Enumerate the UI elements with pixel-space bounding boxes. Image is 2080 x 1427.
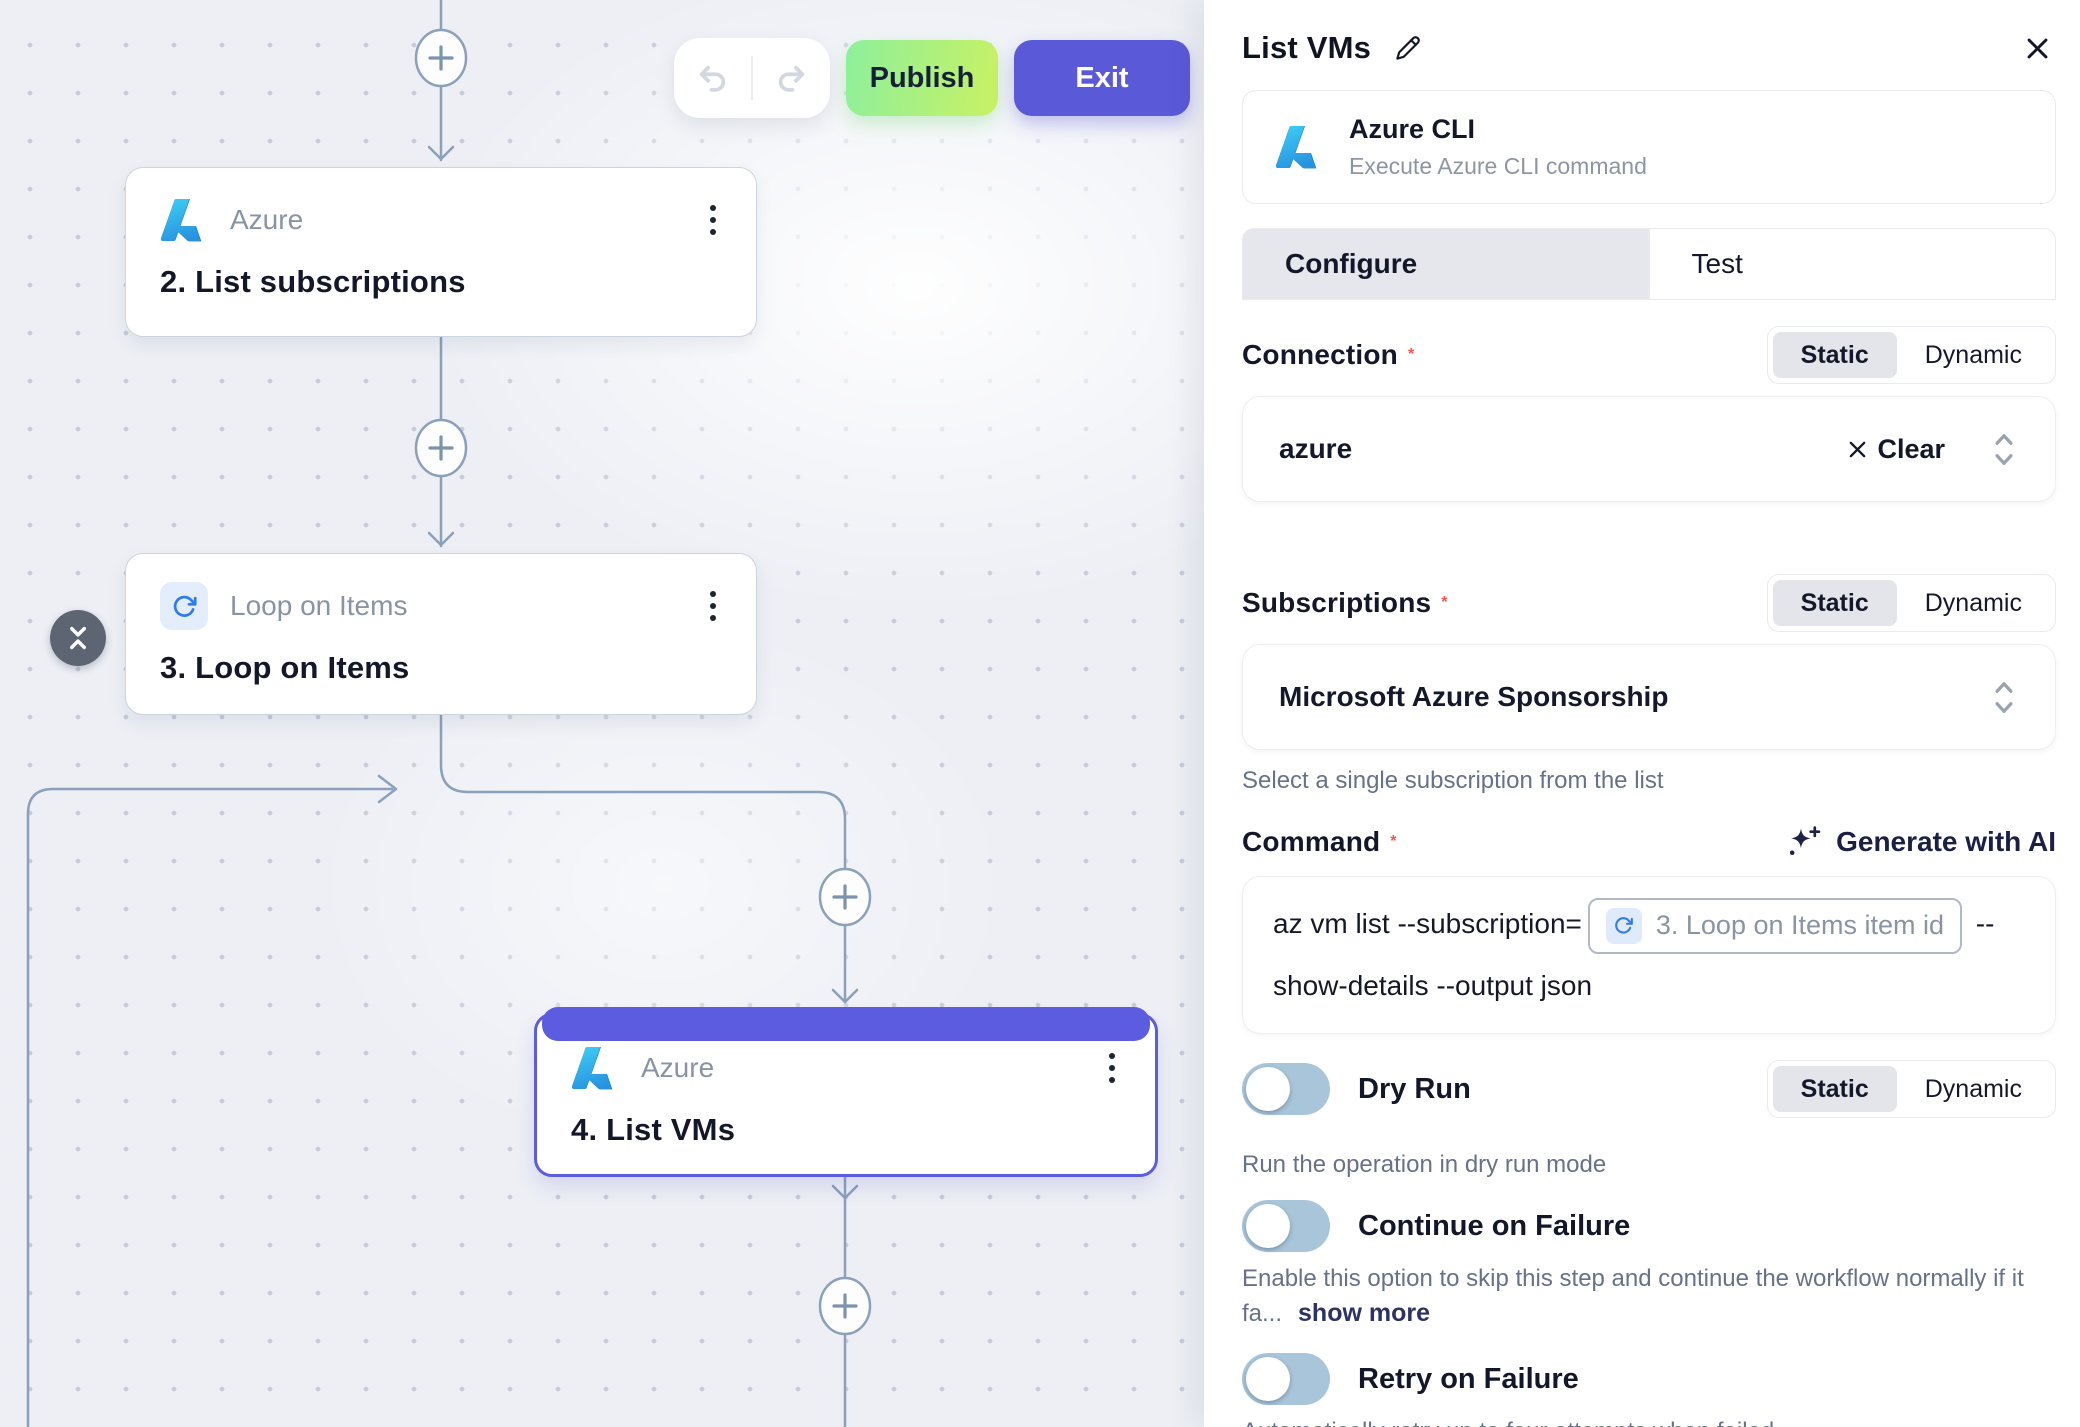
connection-field-row: Connection * Static Dynamic <box>1242 326 2056 384</box>
pencil-icon <box>1391 32 1424 65</box>
node-app-label: Azure <box>641 1052 715 1083</box>
app-card-name: Azure CLI <box>1349 114 1476 144</box>
static-option[interactable]: Static <box>1772 1066 1897 1112</box>
clear-x-icon <box>1846 438 1869 461</box>
redo-icon <box>773 60 809 96</box>
generate-with-ai-label: Generate with AI <box>1836 826 2056 857</box>
subscriptions-helper: Select a single subscription from the li… <box>1242 767 1664 794</box>
add-step-button[interactable] <box>414 28 468 88</box>
panel-title: List VMs <box>1242 30 1372 65</box>
connection-mode-toggle: Static Dynamic <box>1766 326 2056 384</box>
divider <box>751 56 753 100</box>
continue-helper-text: Enable this option to skip this step and… <box>1242 1265 2024 1327</box>
select-chevrons-icon <box>1989 427 2019 472</box>
command-text-before: az vm list --subscription= <box>1273 908 1582 939</box>
connection-select[interactable]: azure Clear <box>1242 396 2056 502</box>
dry-run-row: Dry Run Static Dynamic <box>1242 1060 2056 1118</box>
node-title: 2. List subscriptions <box>160 264 466 299</box>
command-text-after: --show-details --output json <box>1273 908 1995 1001</box>
continue-on-failure-toggle[interactable] <box>1242 1200 1330 1252</box>
subscriptions-mode-toggle: Static Dynamic <box>1766 574 2056 632</box>
command-field-row: Command * Generate with AI <box>1242 820 2056 864</box>
command-token[interactable]: 3. Loop on Items item id <box>1587 897 1963 954</box>
dry-run-toggle[interactable] <box>1242 1063 1330 1115</box>
azure-icon <box>160 196 208 244</box>
retry-on-failure-row: Retry on Failure <box>1242 1351 2056 1407</box>
retry-on-failure-label: Retry on Failure <box>1358 1362 1579 1395</box>
command-label: Command <box>1242 826 1381 857</box>
add-step-button[interactable] <box>414 418 468 478</box>
node-title: 3. Loop on Items <box>160 650 410 685</box>
history-controls <box>674 38 830 118</box>
subscriptions-select[interactable]: Microsoft Azure Sponsorship <box>1242 644 2056 750</box>
node-list-vms[interactable]: Azure 4. List VMs <box>534 1007 1158 1177</box>
connection-label: Connection <box>1242 339 1398 370</box>
dynamic-option[interactable]: Dynamic <box>1924 1074 2022 1103</box>
continue-on-failure-label: Continue on Failure <box>1358 1209 1631 1242</box>
tab-configure[interactable]: Configure <box>1243 229 1650 299</box>
required-marker: * <box>1441 594 1448 611</box>
exit-button[interactable]: Exit <box>1014 40 1190 116</box>
required-marker: * <box>1408 346 1415 363</box>
close-icon <box>2023 34 2052 63</box>
dynamic-option[interactable]: Dynamic <box>1924 340 2022 369</box>
clear-connection-button[interactable]: Clear <box>1846 434 1945 465</box>
collapse-icon <box>63 623 93 653</box>
node-menu-button[interactable] <box>1103 1047 1121 1089</box>
connection-value: azure <box>1279 433 1353 464</box>
azure-cli-icon <box>1275 123 1323 171</box>
clear-label: Clear <box>1877 433 1945 464</box>
dry-run-label: Dry Run <box>1358 1072 1471 1105</box>
dry-run-mode-toggle: Static Dynamic <box>1766 1060 2056 1118</box>
loop-icon <box>160 582 208 630</box>
select-chevrons-icon <box>1989 675 2019 720</box>
rename-step-button[interactable] <box>1391 32 1424 65</box>
retry-on-failure-toggle[interactable] <box>1242 1353 1330 1405</box>
dry-run-helper: Run the operation in dry run mode <box>1242 1151 1607 1178</box>
subscriptions-value: Microsoft Azure Sponsorship <box>1279 681 1669 712</box>
subscriptions-label: Subscriptions <box>1242 587 1432 618</box>
static-option[interactable]: Static <box>1772 332 1897 378</box>
add-step-button[interactable] <box>818 1276 872 1336</box>
show-more-link[interactable]: show more <box>1298 1299 1431 1327</box>
collapse-loop-button[interactable] <box>50 610 106 666</box>
sparkle-icon <box>1785 824 1822 861</box>
continue-on-failure-helper: Enable this option to skip this step and… <box>1242 1262 2056 1331</box>
undo-button[interactable] <box>674 38 751 118</box>
generate-with-ai-button[interactable]: Generate with AI <box>1785 824 2056 861</box>
panel-tabs: Configure Test <box>1242 228 2056 300</box>
tab-test[interactable]: Test <box>1691 248 1743 279</box>
required-marker: * <box>1390 833 1397 850</box>
azure-icon <box>571 1044 619 1092</box>
close-panel-button[interactable] <box>2019 30 2056 67</box>
dynamic-option[interactable]: Dynamic <box>1924 588 2022 617</box>
static-option[interactable]: Static <box>1772 580 1897 626</box>
publish-button[interactable]: Publish <box>846 40 998 116</box>
node-menu-button[interactable] <box>704 585 722 627</box>
subscriptions-field-row: Subscriptions * Static Dynamic <box>1242 574 2056 632</box>
node-loop-on-items[interactable]: Loop on Items 3. Loop on Items <box>125 553 757 715</box>
node-menu-button[interactable] <box>704 199 722 241</box>
node-title: 4. List VMs <box>571 1112 736 1147</box>
panel-header: List VMs <box>1242 26 2056 70</box>
app-card-description: Execute Azure CLI command <box>1349 153 1647 179</box>
continue-on-failure-row: Continue on Failure <box>1242 1198 2056 1254</box>
redo-button[interactable] <box>753 38 830 118</box>
undo-icon <box>695 60 731 96</box>
app-card: Azure CLI Execute Azure CLI command <box>1242 90 2056 204</box>
step-config-panel: List VMs Azure CLI Execute Azure CLI com… <box>1204 0 2080 1427</box>
workflow-canvas[interactable]: Azure 2. List subscriptions Loop on Item… <box>0 0 1204 1427</box>
add-step-button[interactable] <box>818 867 872 927</box>
command-token-label: 3. Loop on Items item id <box>1655 910 1945 941</box>
loop-icon <box>1605 907 1642 944</box>
command-input[interactable]: az vm list --subscription= 3. Loop on Ite… <box>1242 876 2056 1034</box>
retry-on-failure-helper: Automatically retry up to four attempts … <box>1242 1415 2056 1427</box>
node-list-subscriptions[interactable]: Azure 2. List subscriptions <box>125 167 757 337</box>
node-app-label: Azure <box>230 204 304 235</box>
node-app-label: Loop on Items <box>230 590 408 621</box>
